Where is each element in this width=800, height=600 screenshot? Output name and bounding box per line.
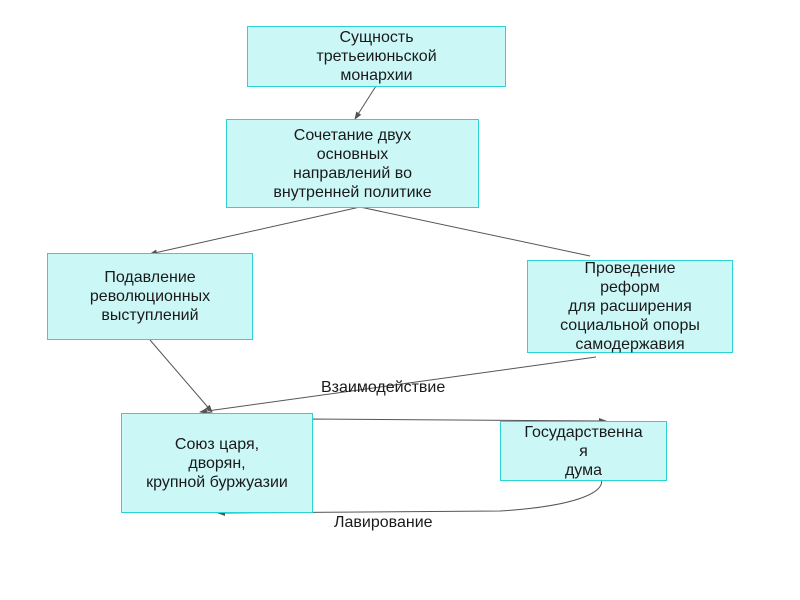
arrow-reforms-to-union xyxy=(199,356,597,415)
node-reforms-text: Проведение реформ для расширения социаль… xyxy=(560,260,700,353)
node-suppression: Подавление революционных выступлений xyxy=(47,253,253,340)
node-combination-text: Сочетание двух основных направлений во в… xyxy=(273,126,432,201)
arrow-combination-to-suppression xyxy=(149,206,361,256)
arrow-essence-to-combination xyxy=(354,85,377,120)
node-reforms: Проведение реформ для расширения социаль… xyxy=(527,260,733,353)
arrow-suppression-to-union xyxy=(149,339,213,413)
node-essence: Сущность третьеиюньской монархии xyxy=(247,26,506,87)
label-interaction: Взаимодействие xyxy=(321,379,446,396)
node-combination: Сочетание двух основных направлений во в… xyxy=(226,119,479,208)
node-duma: Государственна я дума xyxy=(500,421,667,481)
label-maneuvering: Лавирование xyxy=(334,514,433,531)
node-union-text: Союз царя, дворян, крупной буржуазии xyxy=(146,435,288,491)
node-essence-text: Сущность третьеиюньской монархии xyxy=(316,29,437,84)
node-suppression-text: Подавление революционных выступлений xyxy=(89,269,211,324)
node-duma-text: Государственна я дума xyxy=(524,423,643,479)
node-union: Союз царя, дворян, крупной буржуазии xyxy=(121,413,313,513)
arrow-combination-to-reforms xyxy=(359,206,591,257)
